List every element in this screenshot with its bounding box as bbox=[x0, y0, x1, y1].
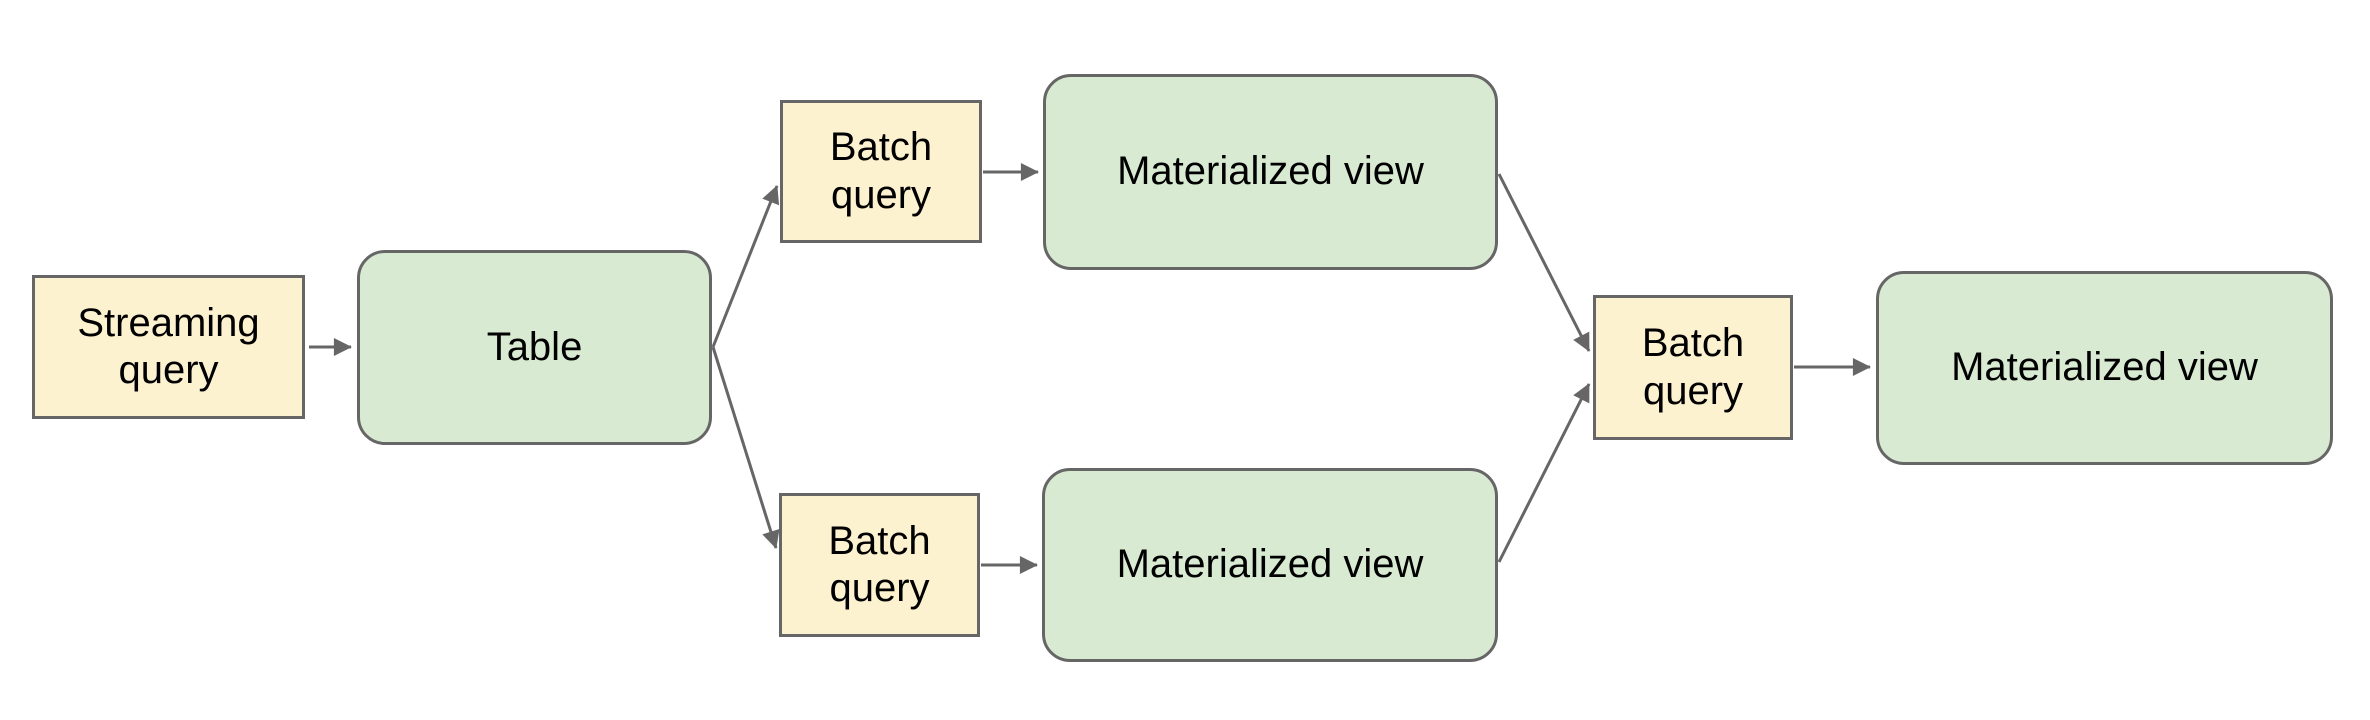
node-materialized-view-bottom: Materialized view bbox=[1042, 468, 1498, 662]
node-batch-query-right: Batch query bbox=[1593, 295, 1793, 440]
node-batch-query-top-label: Batch query bbox=[829, 125, 933, 217]
node-table-label: Table bbox=[486, 324, 583, 369]
node-streaming-query-label: Streaming query bbox=[77, 300, 260, 392]
node-streaming-query: Streaming query bbox=[32, 275, 305, 419]
edge-materialized-view-top-to-batch-query-right bbox=[1497, 173, 1591, 352]
node-materialized-view-top: Materialized view bbox=[1043, 74, 1498, 270]
node-batch-query-bottom-label: Batch query bbox=[828, 518, 931, 610]
node-materialized-view-right-label: Materialized view bbox=[1951, 345, 2258, 390]
edge-materialized-view-bottom-to-batch-query-right bbox=[1497, 383, 1591, 563]
node-materialized-view-bottom-label: Materialized view bbox=[1116, 542, 1424, 587]
node-batch-query-top: Batch query bbox=[780, 100, 982, 243]
node-batch-query-bottom: Batch query bbox=[779, 493, 980, 637]
node-batch-query-right-label: Batch query bbox=[1641, 321, 1745, 413]
edge-table-to-batch-query-top bbox=[711, 185, 780, 348]
edge-table-to-batch-query-bottom bbox=[711, 346, 780, 549]
node-materialized-view-right: Materialized view bbox=[1876, 271, 2333, 465]
node-table: Table bbox=[357, 250, 712, 445]
node-materialized-view-top-label: Materialized view bbox=[1117, 149, 1424, 194]
